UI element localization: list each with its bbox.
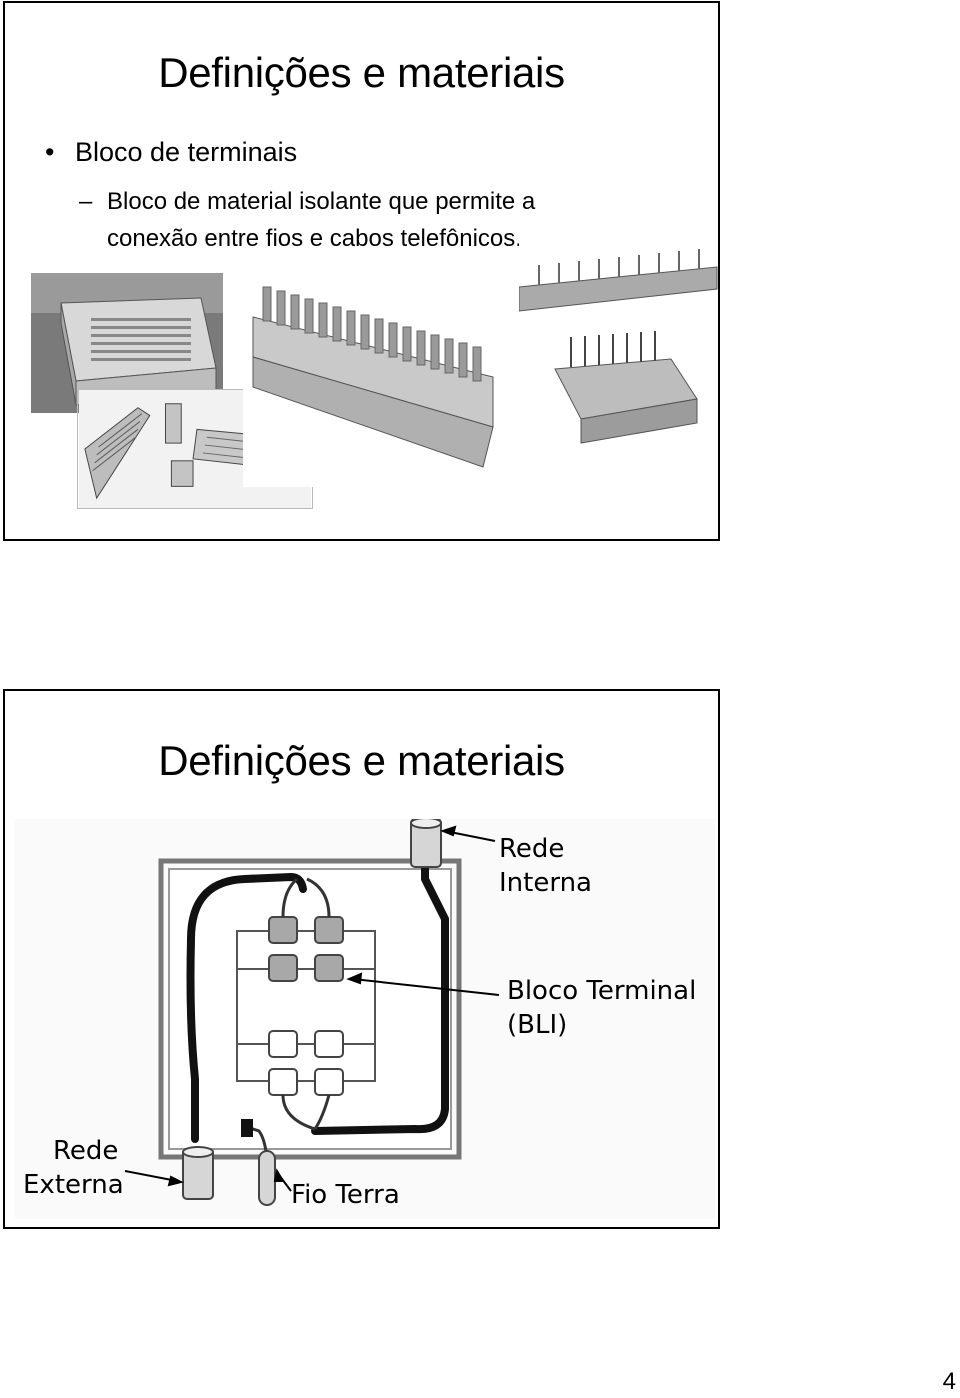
slide-1-title: Definições e materiais [158, 49, 565, 96]
page-number: 4 [942, 1368, 956, 1395]
sub-bullet-line-2: conexão entre fios e cabos telefônicos. [107, 225, 522, 252]
terminal-cell [314, 1030, 344, 1058]
external-conduit [182, 1146, 214, 1200]
photo-block-module-right [521, 319, 718, 449]
label-rede-externa-line2: Externa [23, 1170, 124, 1200]
internal-conduit [410, 819, 442, 868]
ground-block [241, 1119, 253, 1137]
label-rede-interna-line1: Rede [499, 834, 564, 864]
label-bloco-terminal-line2: (BLI) [507, 1010, 567, 1040]
ground-rod [258, 1150, 276, 1206]
label-fio-terra: Fio Terra [291, 1180, 400, 1210]
sub-bullet-item: –Bloco de material isolante que permite … [79, 183, 535, 257]
terminal-cell [314, 954, 344, 982]
slide-2-title: Definições e materiais [158, 737, 565, 784]
terminal-cell [268, 1068, 298, 1096]
enclosure-inner [168, 868, 452, 1150]
slide-1: Definições e materiais • Bloco de termina… [3, 1, 720, 541]
terminal-cell [268, 954, 298, 982]
terminal-cell [268, 1030, 298, 1058]
wiring-diagram: Rede Interna Bloco Terminal (BLI) Rede E… [15, 819, 715, 1219]
slide-2: Definições e materiais [3, 689, 720, 1229]
bullet-item: • Bloco de terminais [45, 137, 297, 168]
label-rede-interna-line2: Interna [499, 868, 592, 898]
photo-block-strip-top-right [519, 239, 718, 319]
external-cable [186, 872, 307, 1143]
internal-cable [311, 855, 449, 1135]
enclosure-outer [158, 858, 462, 1160]
terminal-block-photos [31, 239, 718, 519]
dash-marker: – [79, 188, 93, 215]
bullet-dot: • [45, 137, 55, 167]
bullet-text: Bloco de terminais [75, 137, 298, 167]
photo-clear-terminal-box [31, 273, 223, 413]
photo-long-terminal-strip [243, 267, 509, 487]
terminal-cell [314, 916, 344, 944]
terminal-cell [314, 1068, 344, 1096]
terminal-cell [268, 916, 298, 944]
label-rede-externa-line1: Rede [53, 1136, 118, 1166]
label-bloco-terminal-line1: Bloco Terminal [507, 976, 696, 1006]
sub-bullet-line-1: Bloco de material isolante que permite a [107, 188, 536, 215]
